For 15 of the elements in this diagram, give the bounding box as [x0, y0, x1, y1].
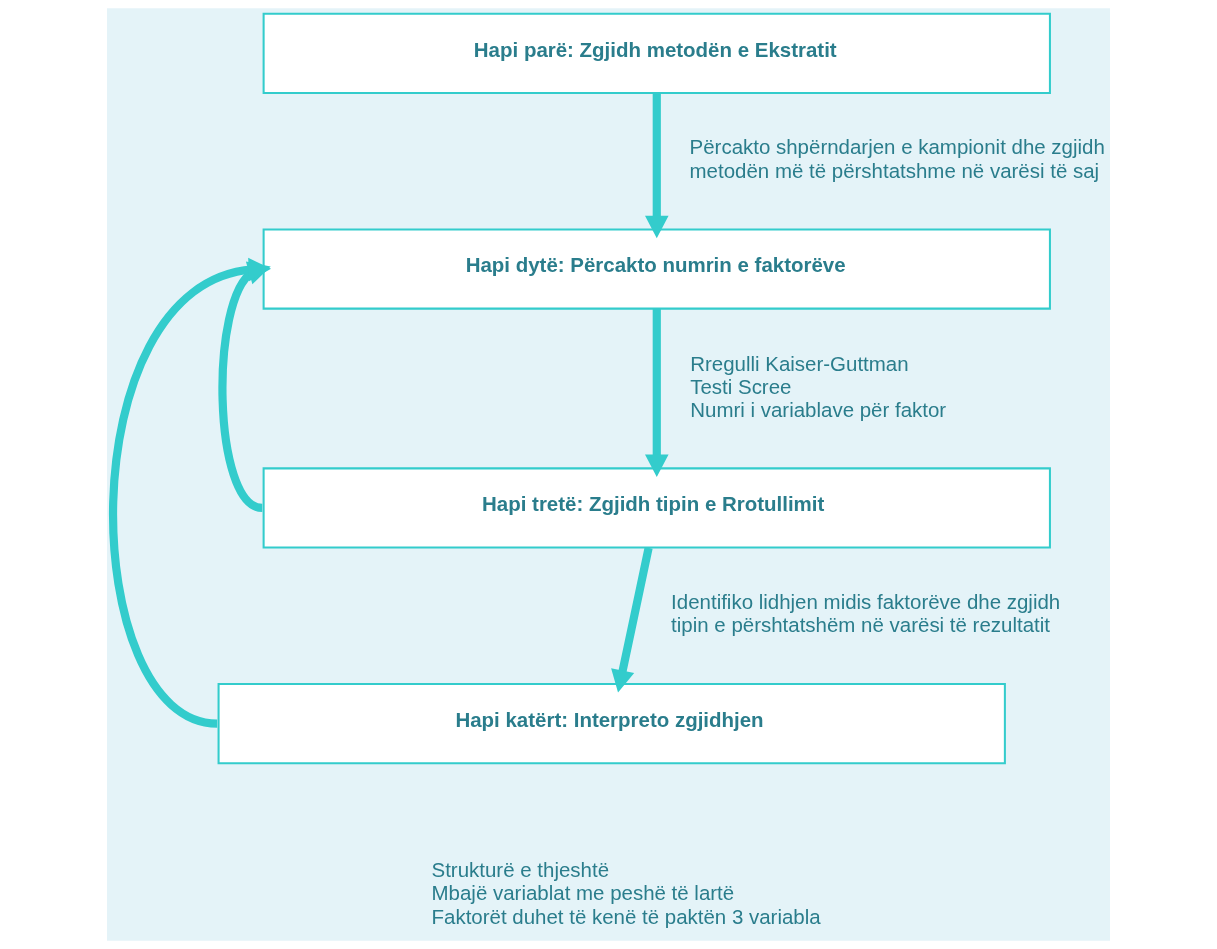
node-label: Testi Scree [690, 374, 792, 398]
arrow [645, 93, 669, 239]
node-label: Identifiko lidhjen midis faktorëve dhe zgjidh tipin e përshtatshëm në varësi të rezultatit [671, 589, 1061, 637]
node-box: Hapi tretë: Zgjidh tipin e Rrotullimit [262, 467, 1051, 549]
node-label: Rregulli Kaiser-Guttman [690, 351, 909, 375]
node-label: Mbajë variablat me peshë të lartë [431, 881, 735, 905]
node-box: Hapi katërt: Interpreto zgjidhjen [217, 683, 1006, 765]
arrow [611, 547, 653, 693]
node-box: Hapi parë: Zgjidh metodën e Ekstratit [262, 12, 1051, 94]
node-label: Numri i variablave për faktor [690, 398, 947, 422]
node-label: Përcakto shpërndarjen e kampionit dhe zgjidh metodën më të përshtatshme në varësi të saj [689, 135, 1105, 182]
arrow [645, 308, 669, 477]
node-label: Faktorët duhet të kenë të paktën 3 variabla [431, 904, 821, 928]
node-box: Hapi dytë: Përcakto numrin e faktorëve [262, 228, 1051, 310]
node-label: Strukturë e thjeshtë [431, 858, 610, 882]
